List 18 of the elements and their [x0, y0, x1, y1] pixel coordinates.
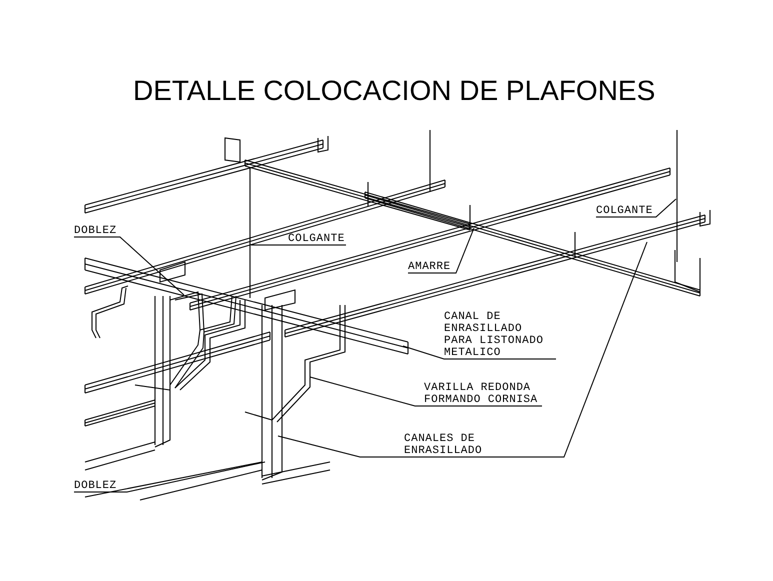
- callout-label: CANALES DE ENRASILLADO: [404, 431, 488, 457]
- leader-line: [74, 462, 266, 492]
- leader-line: [404, 242, 648, 458]
- callout-label: AMARRE: [408, 261, 452, 273]
- leader-line: [596, 198, 676, 218]
- callout-label: DOBLEZ: [74, 225, 118, 237]
- callout-label: COLGANTE: [596, 205, 654, 217]
- leader-line: [310, 376, 542, 406]
- callout-label: CANAL DE ENRASILLADO PARA LISTONADO METALICO: [444, 310, 556, 359]
- diagram-title: DETALLE COLOCACION DE PLAFONES: [133, 74, 656, 108]
- leader-line: [402, 346, 556, 360]
- leader-line: [278, 436, 404, 458]
- callout-label: VARILLA REDONDA FORMANDO CORNISA: [424, 381, 542, 406]
- leader-line: [74, 236, 184, 296]
- callout-label: COLGANTE: [288, 232, 346, 245]
- leader-line: [408, 228, 474, 274]
- leader-line: [250, 244, 346, 246]
- callout-label: DOBLEZ: [74, 480, 118, 492]
